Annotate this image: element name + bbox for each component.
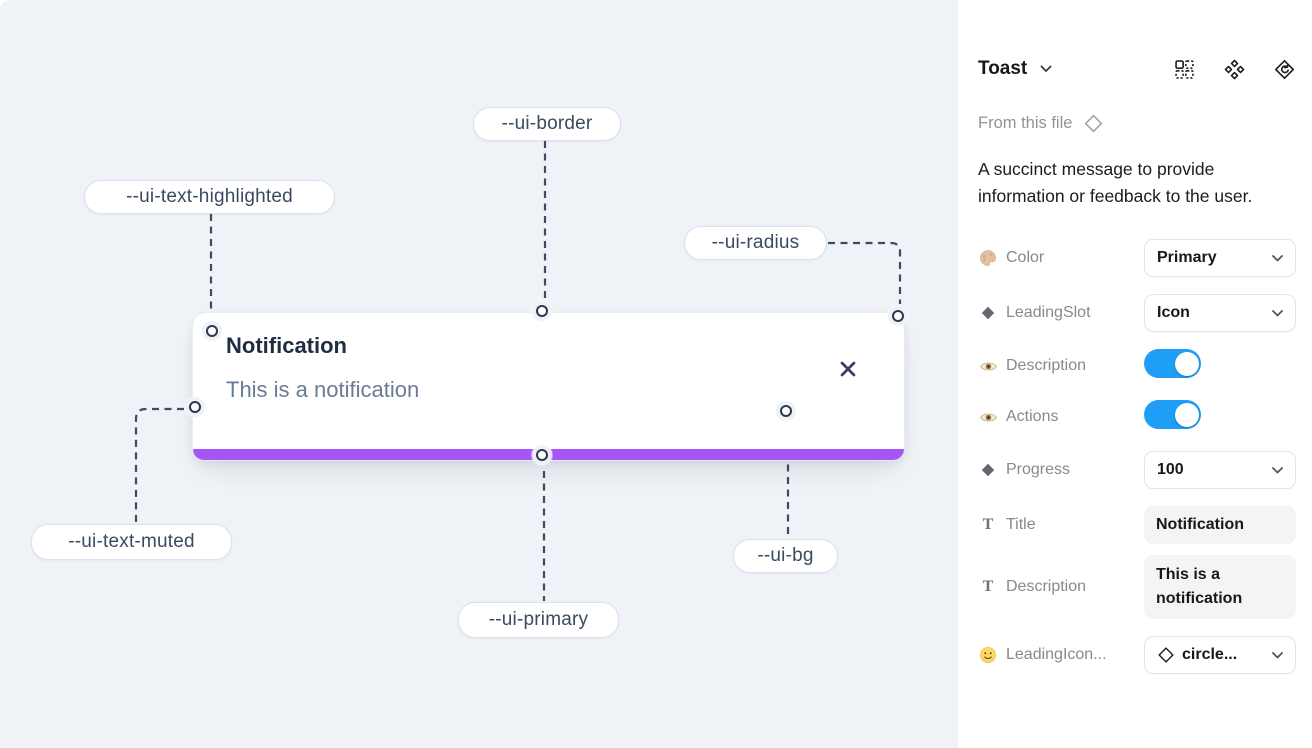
property-row-title: T Title Notification [978,506,1296,545]
diamond-outline-icon [1157,646,1175,664]
chevron-down-icon [1272,254,1283,262]
connector-node-border [536,305,548,317]
source-row: From this file [978,110,1296,136]
property-row-leadingslot: LeadingSlot Icon [978,294,1296,333]
toast-title: Notification [226,333,347,358]
callout-ui-text-highlighted: --ui-text-highlighted [84,180,335,214]
connector-node-primary [536,449,548,461]
toast-preview: Notification This is a notification [192,312,905,461]
actions-toggle[interactable] [1144,400,1201,430]
callout-ui-radius: --ui-radius [684,226,827,260]
chevron-down-icon[interactable] [1040,65,1052,73]
progress-select[interactable]: 100 [1144,451,1296,490]
diamond-icon [978,306,998,320]
smiley-icon [978,646,998,664]
connector-node-bg [780,405,792,417]
text-property-icon: T [982,578,994,596]
property-label: LeadingIcon... [1006,646,1107,664]
panel-header: Toast [978,54,1296,84]
component-icon[interactable] [1223,58,1246,81]
diamond-icon [978,463,998,477]
property-row-description-text: T Description This is a notification [978,555,1296,620]
property-label: Description [1006,357,1087,375]
header-icons [1173,58,1296,81]
toast-progress-bar [193,449,904,460]
callout-ui-text-muted: --ui-text-muted [31,524,232,560]
eye-icon [978,360,998,373]
source-label: From this file [978,113,1073,132]
toast-close-button[interactable] [836,357,860,381]
leadingslot-select[interactable]: Icon [1144,294,1296,333]
property-label: Color [1006,249,1045,267]
property-label: Description [1006,578,1087,596]
component-description: A succinct message to provide informatio… [978,159,1253,206]
eye-icon [978,411,998,424]
property-list: Color Primary LeadingSlot [978,239,1296,675]
chevron-down-icon [1272,309,1283,317]
property-label: Actions [1006,408,1059,426]
text-property-icon: T [982,516,994,534]
palette-icon [978,249,998,267]
property-label: Progress [1006,461,1071,479]
grid-icon[interactable] [1173,58,1196,81]
title-text-field[interactable]: Notification [1144,506,1296,545]
property-label: LeadingSlot [1006,304,1091,322]
canvas: Notification This is a notification --ui… [0,0,958,748]
diamond-outline-icon [1083,113,1104,134]
chevron-down-icon [1272,466,1283,474]
property-row-leadingicon: LeadingIcon... circle... [978,636,1296,675]
connector-node-radius [892,310,904,322]
property-row-description-toggle: Description [978,349,1296,383]
leadingicon-select[interactable]: circle... [1144,636,1296,675]
property-label: Title [1006,516,1036,534]
toast-description: This is a notification [226,377,420,402]
chevron-down-icon [1272,651,1283,659]
component-title[interactable]: Toast [978,58,1028,79]
component-reset-icon[interactable] [1273,58,1296,81]
property-row-actions-toggle: Actions [978,400,1296,434]
callout-ui-border: --ui-border [473,107,621,141]
callout-ui-primary: --ui-primary [458,602,619,638]
connector-node-text-muted [189,401,201,413]
color-select[interactable]: Primary [1144,239,1296,278]
description-text-field[interactable]: This is a notification [1144,555,1296,620]
x-icon [840,361,856,377]
connector-node-text-highlighted [206,325,218,337]
callout-ui-bg: --ui-bg [733,539,838,573]
property-row-progress: Progress 100 [978,451,1296,490]
properties-panel: Toast [958,0,1312,748]
description-toggle[interactable] [1144,349,1201,379]
property-row-color: Color Primary [978,239,1296,278]
